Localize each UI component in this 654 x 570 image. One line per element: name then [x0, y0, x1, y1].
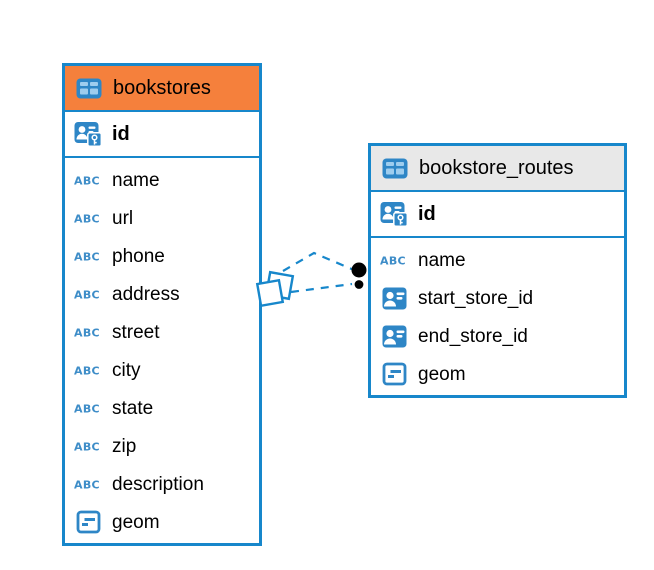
column-name: city [112, 359, 141, 381]
text-icon: ABC [73, 401, 103, 416]
table-bookstores[interactable]: bookstores id ABC name ABC url ABC phone [62, 63, 262, 546]
relationship-diamond-marker[interactable] [255, 270, 295, 308]
column-row-zip[interactable]: ABC zip [65, 427, 259, 465]
relationship-line[interactable] [290, 282, 353, 294]
column-row-street[interactable]: ABC street [65, 313, 259, 351]
svg-text:ABC: ABC [74, 251, 100, 264]
column-row-state[interactable]: ABC state [65, 389, 259, 427]
text-icon: ABC [73, 249, 103, 264]
column-row-phone[interactable]: ABC phone [65, 237, 259, 275]
column-name: phone [112, 245, 165, 267]
svg-text:ABC: ABC [74, 441, 100, 454]
column-name: name [418, 249, 466, 271]
reference-icon [379, 287, 409, 310]
text-icon: ABC [73, 211, 103, 226]
column-name: id [418, 203, 436, 225]
column-list: ABC name start_store_id end_store_id geo… [371, 238, 624, 395]
column-row-id[interactable]: id [371, 195, 624, 233]
table-name: bookstores [113, 77, 211, 99]
reference-icon [379, 325, 409, 348]
text-icon: ABC [73, 439, 103, 454]
text-icon: ABC [73, 287, 103, 302]
key-divider [371, 236, 624, 238]
svg-text:ABC: ABC [74, 403, 100, 416]
text-icon: ABC [379, 253, 409, 268]
column-name: geom [112, 511, 160, 533]
column-row-description[interactable]: ABC description [65, 465, 259, 503]
header-divider [371, 190, 624, 192]
geometry-icon [379, 362, 409, 386]
svg-text:ABC: ABC [380, 255, 406, 268]
column-name: name [112, 169, 160, 191]
table-header[interactable]: bookstore_routes [371, 146, 624, 190]
column-name: id [112, 123, 130, 145]
svg-text:ABC: ABC [74, 289, 100, 302]
text-icon: ABC [73, 173, 103, 188]
column-list: ABC name ABC url ABC phone ABC address A… [65, 158, 259, 543]
geometry-icon [73, 510, 103, 534]
column-row-geom[interactable]: geom [65, 503, 259, 541]
column-row-address[interactable]: ABC address [65, 275, 259, 313]
column-name: start_store_id [418, 287, 534, 309]
column-row-city[interactable]: ABC city [65, 351, 259, 389]
primary-key-icon [379, 200, 409, 229]
column-name: end_store_id [418, 325, 528, 347]
primary-key-icon [73, 120, 103, 149]
table-icon [74, 78, 104, 99]
relationship-dot-marker[interactable] [351, 262, 367, 291]
column-name: state [112, 397, 154, 419]
column-row-url[interactable]: ABC url [65, 199, 259, 237]
column-row-name[interactable]: ABC name [371, 241, 624, 279]
column-row-end_store_id[interactable]: end_store_id [371, 317, 624, 355]
table-bookstore-routes[interactable]: bookstore_routes id ABC name [368, 143, 627, 398]
column-name: geom [418, 363, 466, 385]
text-icon: ABC [73, 477, 103, 492]
column-row-name[interactable]: ABC name [65, 161, 259, 199]
column-name: zip [112, 435, 137, 457]
column-row-geom[interactable]: geom [371, 355, 624, 393]
column-name: description [112, 473, 204, 495]
table-header[interactable]: bookstores [65, 66, 259, 110]
key-divider [65, 156, 259, 158]
text-icon: ABC [73, 363, 103, 378]
table-name: bookstore_routes [419, 157, 574, 179]
svg-text:ABC: ABC [74, 213, 100, 226]
column-name: street [112, 321, 160, 343]
relationship-line[interactable] [282, 251, 355, 272]
svg-text:ABC: ABC [74, 479, 100, 492]
svg-text:ABC: ABC [74, 365, 100, 378]
column-row-start_store_id[interactable]: start_store_id [371, 279, 624, 317]
svg-text:ABC: ABC [74, 175, 100, 188]
header-divider [65, 110, 259, 112]
text-icon: ABC [73, 325, 103, 340]
svg-text:ABC: ABC [74, 327, 100, 340]
column-row-id[interactable]: id [65, 115, 259, 153]
table-icon [380, 158, 410, 179]
column-name: address [112, 283, 180, 305]
column-name: url [112, 207, 134, 229]
